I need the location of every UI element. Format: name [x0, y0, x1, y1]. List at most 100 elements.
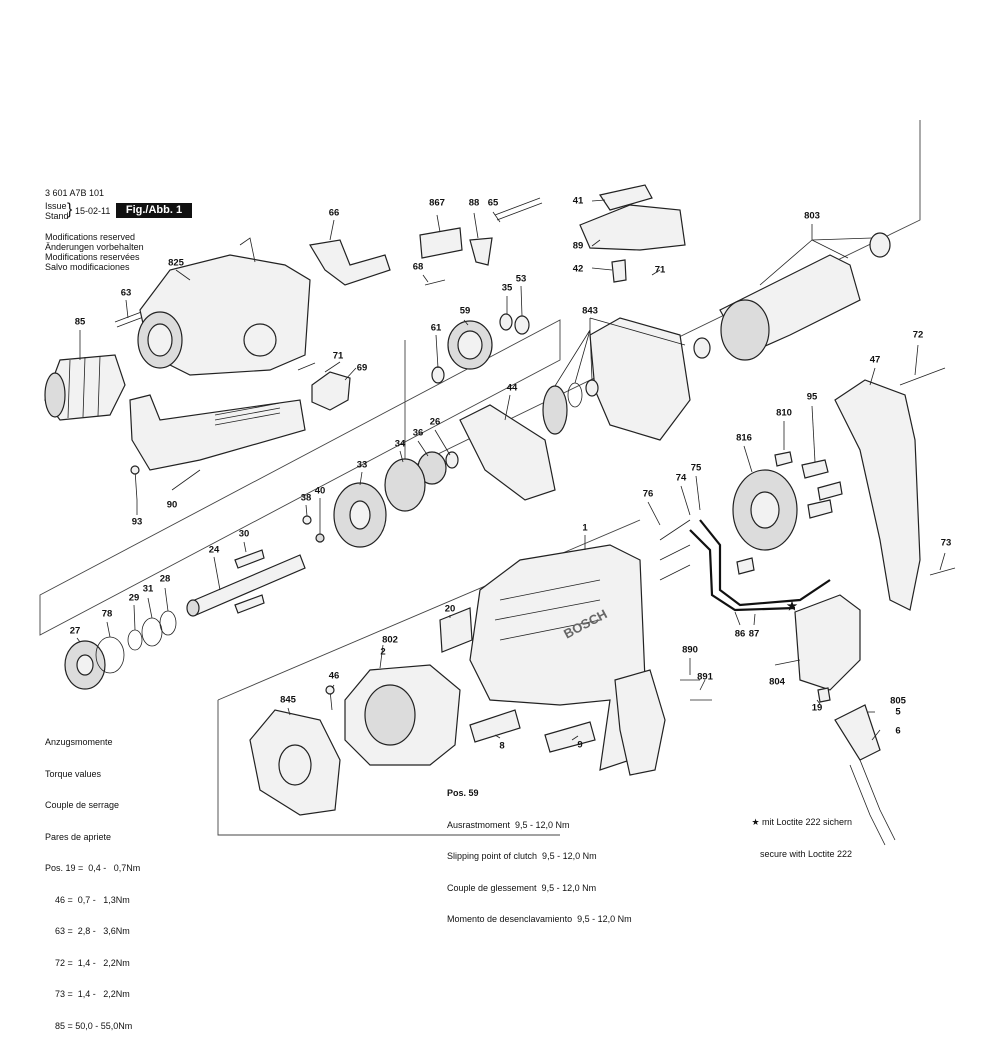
- callout-number: 47: [869, 354, 881, 366]
- callout-number: 86: [734, 628, 746, 640]
- callout-number: 90: [166, 499, 178, 511]
- torque-row: 46 = 0,7 - 1,3Nm: [45, 894, 130, 905]
- ring-26: [445, 451, 459, 469]
- loctite-line: secure with Loctite 222: [760, 848, 853, 859]
- callout-number: 29: [128, 592, 140, 604]
- callout-number: 89: [572, 240, 584, 252]
- modification-line: Änderungen vorbehalten: [45, 242, 144, 252]
- modification-line: Modifications reservées: [45, 252, 140, 262]
- callout-number: 85: [74, 316, 86, 328]
- callout-number: 46: [328, 670, 340, 682]
- callout-number: 805: [890, 695, 906, 707]
- pos59-line: Couple de glessement 9,5 - 12,0 Nm: [447, 882, 597, 893]
- callout-number: 843: [582, 305, 598, 317]
- ring-31: [141, 617, 163, 647]
- callout-number: 30: [238, 528, 250, 540]
- clutch-gear-59: [447, 320, 493, 370]
- screw-72: [899, 367, 946, 386]
- cover-89: [579, 204, 686, 251]
- callout-number: 810: [776, 407, 792, 419]
- callout-number: 75: [690, 462, 702, 474]
- torque-heading: Anzugsmomente: [45, 737, 113, 747]
- torque-row: 63 = 2,8 - 3,6Nm: [45, 926, 130, 936]
- figure-label: Fig./Abb. 1: [116, 203, 192, 218]
- issue-label: Issue: [45, 201, 67, 211]
- callout-number: 33: [356, 459, 368, 471]
- callout-number: 20: [444, 603, 456, 615]
- bracket-66: [309, 239, 391, 286]
- torque-row: 73 = 1,4 - 2,2Nm: [45, 989, 130, 999]
- callout-number: 44: [506, 382, 518, 394]
- callout-number: 804: [769, 676, 785, 688]
- cable-guard-5: [834, 704, 881, 761]
- leader-lines: [76, 199, 946, 741]
- field-coil-802: [344, 664, 461, 766]
- motor-housing-1: [469, 544, 646, 771]
- label-8: [469, 709, 521, 743]
- torque-values: Anzugsmomente Torque values Couple de se…: [45, 716, 140, 1052]
- callout-number: 27: [69, 625, 81, 637]
- callout-number: 1: [582, 522, 588, 534]
- bearing-803b: [693, 337, 711, 359]
- callout-number: 9: [577, 739, 583, 751]
- torque-row: 72 = 1,4 - 2,2Nm: [45, 957, 130, 968]
- pos59-line: Ausrastmoment 9,5 - 12,0 Nm: [447, 819, 570, 830]
- cable-6: [849, 759, 896, 846]
- callout-number: 867: [429, 197, 445, 209]
- key-30b: [234, 594, 265, 614]
- label-9: [544, 721, 596, 753]
- armature-803: [719, 232, 891, 361]
- callout-number: 71: [332, 350, 344, 362]
- frame-line: [217, 700, 560, 836]
- callout-number: 6: [895, 725, 901, 737]
- ring-28: [159, 610, 177, 636]
- key-30: [234, 549, 265, 569]
- connector-74: [659, 519, 691, 581]
- loctite-line: ★ mit Loctite 222 sichern: [751, 817, 853, 827]
- callout-number: 88: [468, 197, 480, 209]
- brush-810: [774, 451, 793, 467]
- callout-number: 31: [142, 583, 154, 595]
- bracket-44: [459, 404, 556, 501]
- slider-42: [611, 259, 627, 283]
- screw-73: [929, 567, 956, 576]
- part-number: 3 601 A7B 101: [45, 188, 105, 198]
- wire-87: [689, 529, 796, 612]
- loctite-note: ★ mit Loctite 222 sichern secure with Lo…: [748, 796, 852, 880]
- spindle-24: [186, 554, 306, 617]
- bearing-plate-843: [589, 317, 691, 441]
- gear-843a: [542, 385, 568, 435]
- callout-number: 8: [499, 740, 505, 752]
- pin-71: [297, 362, 316, 371]
- callout-number: 26: [429, 416, 441, 428]
- pos59-note: Pos. 59 Ausrastmoment 9,5 - 12,0 Nm Slip…: [447, 767, 632, 946]
- callout-number: 2: [380, 646, 386, 658]
- screw-93: [134, 469, 138, 501]
- callout-number: 72: [912, 329, 924, 341]
- spring-68: [424, 279, 446, 286]
- trigger-19: [817, 687, 831, 703]
- callout-number: 35: [501, 282, 513, 294]
- callout-number: 87: [748, 628, 760, 640]
- callout-number: 24: [208, 544, 220, 556]
- pos59-title: Pos. 59: [447, 788, 479, 798]
- torque-heading: Pares de apriete: [45, 831, 112, 842]
- grip-shell: [614, 669, 666, 776]
- callout-number: 41: [572, 195, 584, 207]
- callout-number: 890: [682, 644, 698, 656]
- callout-number: 40: [314, 485, 326, 497]
- wire-86: [699, 519, 831, 607]
- ring-29: [127, 629, 143, 651]
- callout-number: 66: [328, 207, 340, 219]
- washer-61: [431, 366, 445, 384]
- callout-number: 59: [459, 305, 471, 317]
- brush-95b: [817, 481, 843, 501]
- ball-40: [315, 533, 325, 543]
- callout-number: 38: [300, 492, 312, 504]
- torque-heading: Torque values: [45, 768, 102, 779]
- washer-35: [499, 313, 513, 331]
- gear-34: [384, 458, 426, 512]
- handle-47: [834, 379, 921, 611]
- parts-drawing: [39, 120, 956, 846]
- selector-knob-69: [311, 371, 351, 411]
